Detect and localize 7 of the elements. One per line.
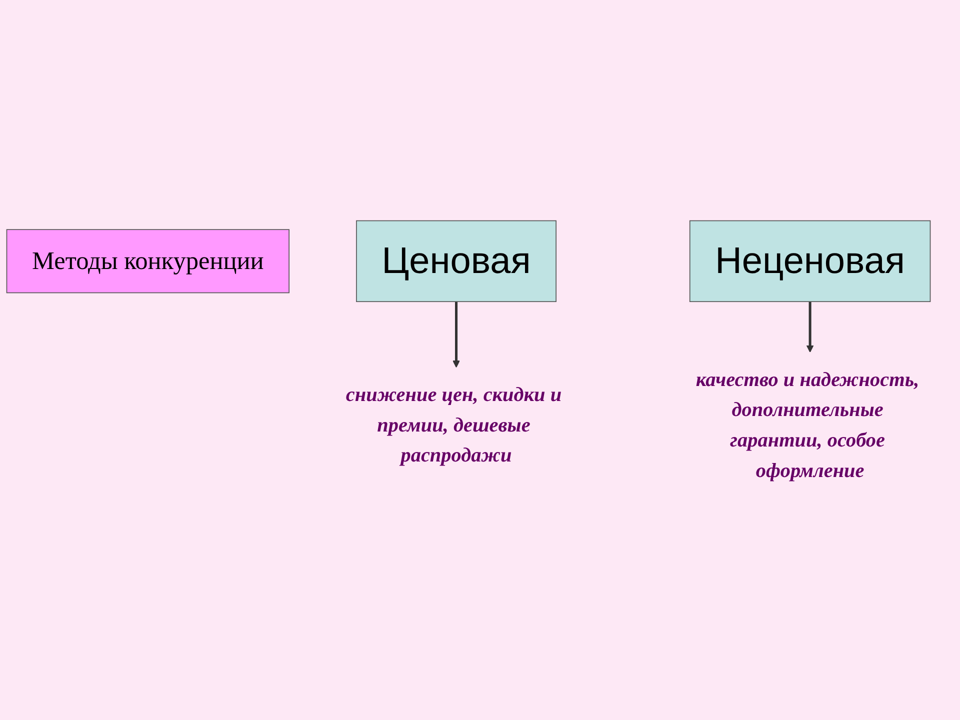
arrow	[806, 302, 814, 353]
node-box: Неценовая	[689, 220, 931, 302]
arrow	[452, 302, 460, 368]
node-box: Ценовая	[356, 220, 556, 302]
node-text: качество и надежность, дополнительные гарантии, особое оформление	[696, 369, 920, 482]
node-box: Методы конкуренции	[6, 229, 290, 294]
node-text: снижение цен, скидки и премии, дешевые распродажи	[346, 384, 562, 467]
